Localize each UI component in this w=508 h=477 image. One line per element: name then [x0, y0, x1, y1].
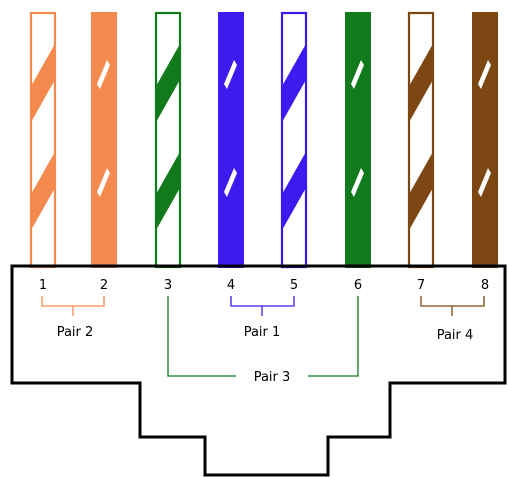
- wire-2: [91, 12, 117, 268]
- pair-1-bracket: [231, 296, 294, 316]
- wire-5: [281, 12, 307, 268]
- pin-label-8: 8: [481, 278, 489, 293]
- wires: [30, 12, 498, 268]
- pair-4-bracket: [421, 296, 484, 316]
- pair-4-label: Pair 4: [437, 328, 474, 343]
- wire-7: [408, 12, 434, 268]
- wire-1: [30, 12, 56, 268]
- wire-6: [345, 12, 371, 268]
- pair-3-label: Pair 3: [254, 370, 291, 385]
- pair-1-label: Pair 1: [244, 325, 281, 340]
- pin-label-5: 5: [290, 278, 298, 293]
- wire-4: [218, 12, 244, 268]
- pair-2-label: Pair 2: [57, 325, 94, 340]
- pin-labels: 1 2 3 4 5 6 7 8: [39, 278, 489, 293]
- wire-8: [472, 12, 498, 268]
- pin-label-3: 3: [164, 278, 172, 293]
- pin-label-2: 2: [100, 278, 108, 293]
- pin-label-6: 6: [354, 278, 362, 293]
- wire-3: [155, 12, 181, 268]
- pair-labels: Pair 2 Pair 1 Pair 3 Pair 4: [57, 325, 474, 385]
- pin-label-1: 1: [39, 278, 47, 293]
- pin-label-4: 4: [227, 278, 235, 293]
- pin-label-7: 7: [417, 278, 425, 293]
- pair-2-bracket: [42, 296, 104, 316]
